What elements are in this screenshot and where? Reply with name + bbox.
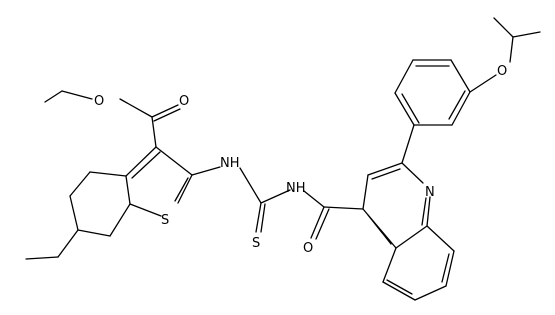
ester-carbonyl-oxygen-label: O — [179, 94, 189, 109]
thiourea-sulfur-label: S — [252, 236, 260, 251]
thiophene-sulfur-label: S — [161, 213, 169, 228]
ester-ether-oxygen-label: O — [94, 94, 104, 109]
amide-oxygen-label: O — [303, 241, 313, 256]
isopropoxy-oxygen-label: O — [497, 64, 507, 79]
bond-lines — [25, 17, 541, 301]
thienyl-nh-label: NH — [220, 156, 240, 171]
acyl-nh-label: NH — [286, 181, 306, 196]
atom-labels: O O S NH S NH O N O — [94, 64, 507, 256]
quinoline-nitrogen-label: N — [425, 185, 435, 200]
